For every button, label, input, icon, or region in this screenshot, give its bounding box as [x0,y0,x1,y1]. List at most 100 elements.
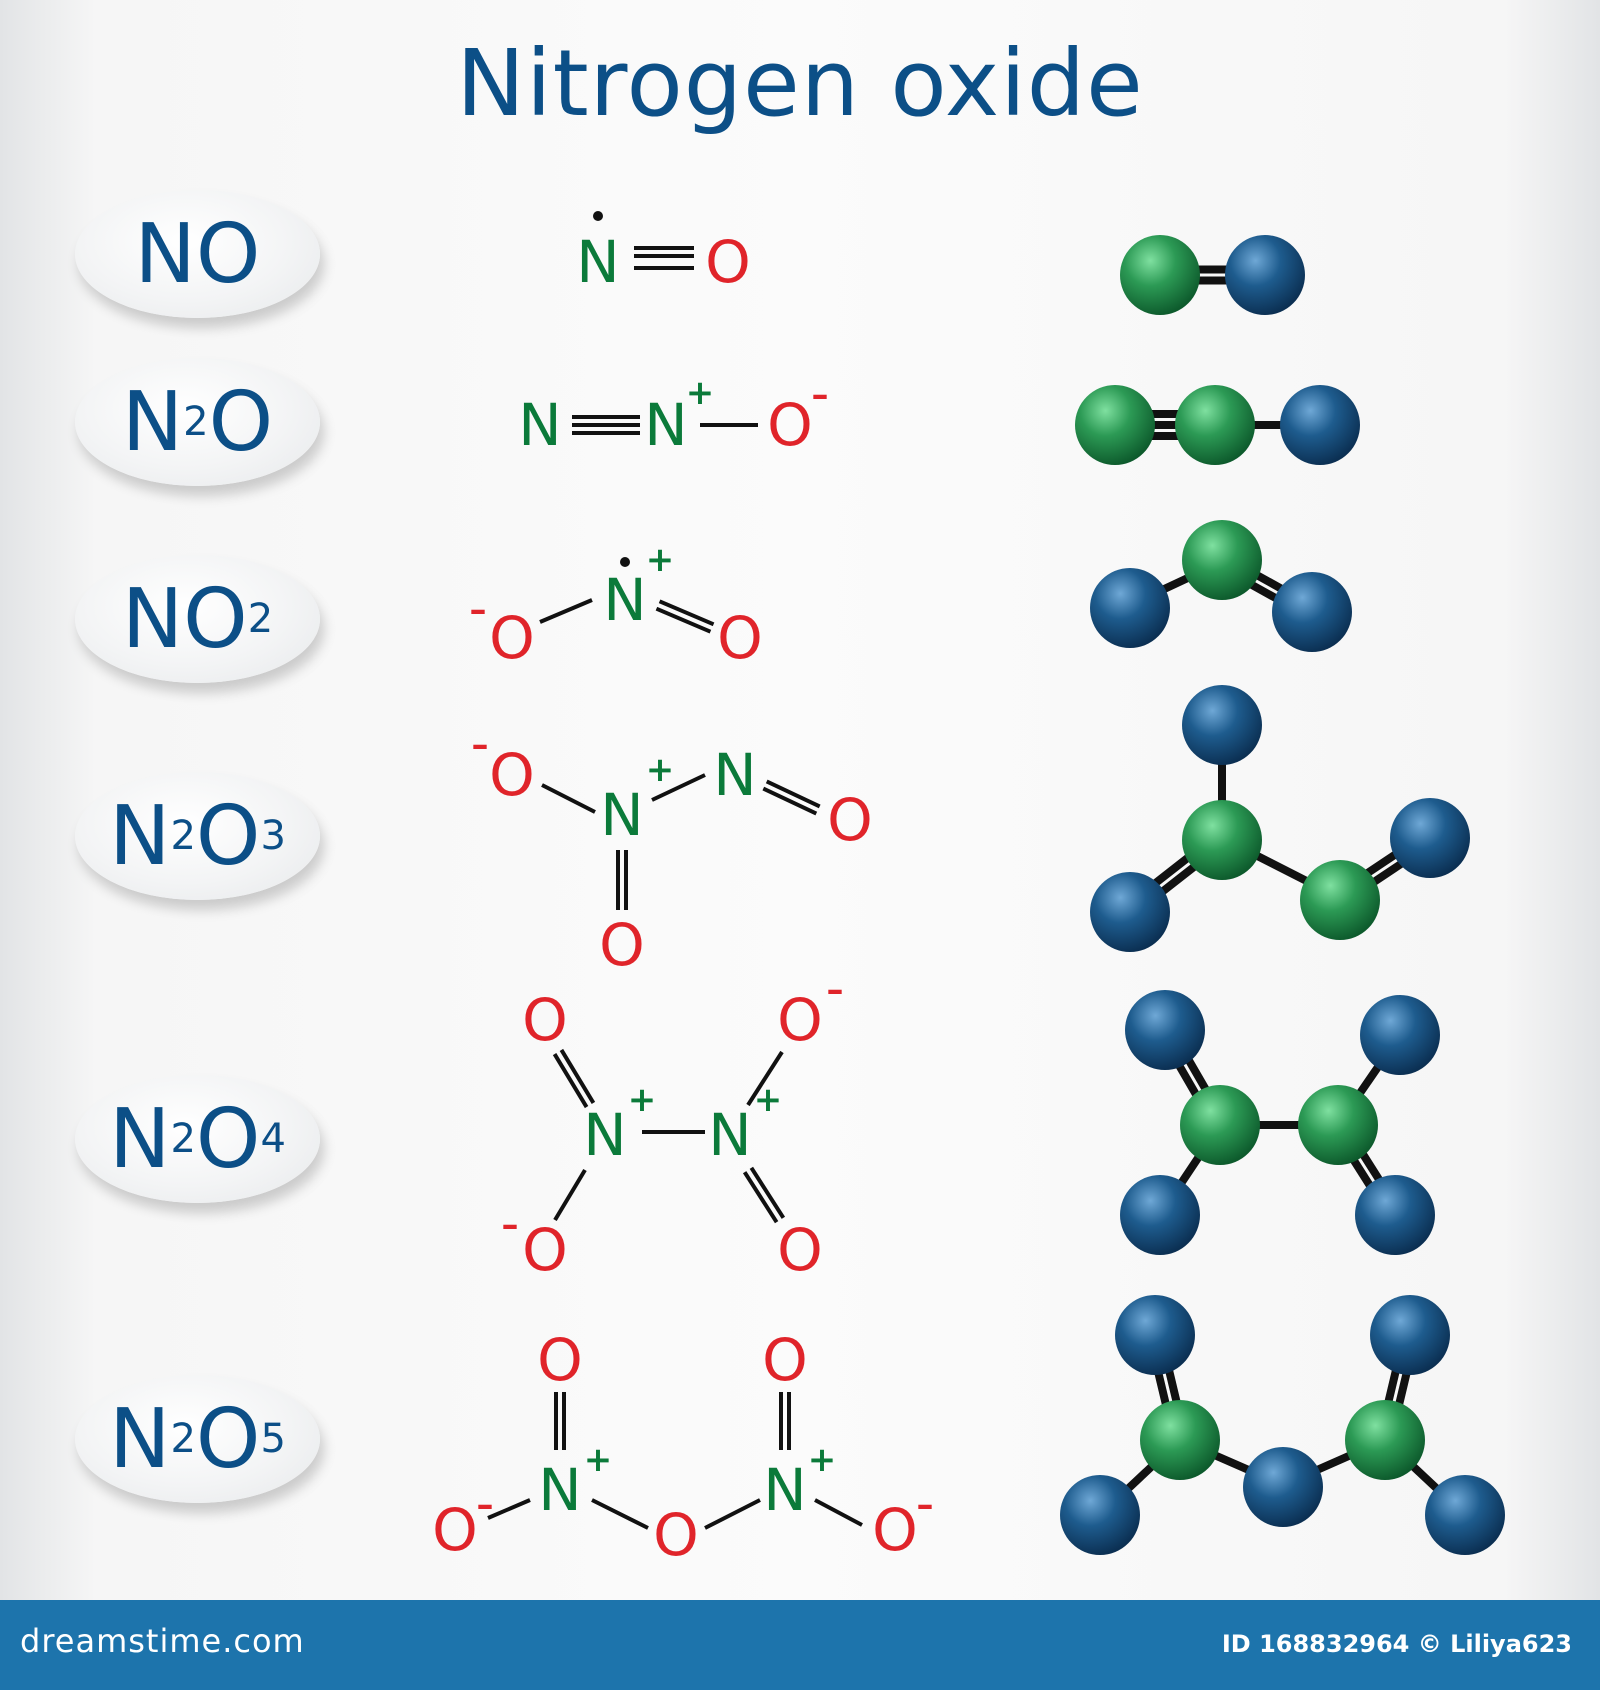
oxygen-ball [1120,1175,1200,1255]
formula-subscript: 2 [183,399,209,445]
formula-subscript: 2 [170,1416,196,1462]
oxygen-label: O [827,786,873,854]
nitrogen-label: N [600,781,643,849]
bond-line [541,783,596,814]
oxygen-ball [1125,990,1205,1070]
oxygen-label: O [432,1496,478,1564]
nitrogen-label: N [538,1456,581,1524]
formula-symbol: O [195,788,261,884]
formula-symbol: N [121,374,184,470]
nitrogen-ball [1075,385,1155,465]
oxygen-label: O [522,986,568,1054]
oxygen-label: O [777,986,823,1054]
footer-bar: dreamstime.com ID 168832964 © Liliya623 [0,1600,1600,1690]
nitrogen-label: N [603,566,646,634]
oxygen-label: O [872,1496,918,1564]
negative-charge: – [502,1205,519,1245]
oxygen-label: O [705,228,751,296]
bond-line [762,786,818,816]
formula-subscript: 2 [170,1116,196,1162]
nitrogen-label: N [518,391,561,459]
formula-symbol: O [195,1091,261,1187]
bond-line [704,1498,761,1530]
nitrogen-ball [1120,235,1200,315]
site-watermark[interactable]: dreamstime.com [20,1622,305,1660]
formula-symbol: NO [121,571,248,667]
nitrogen-ball [1140,1400,1220,1480]
positive-charge: + [646,540,675,580]
bond-line [814,1498,863,1527]
negative-charge: – [827,970,844,1010]
bond-line [742,1171,779,1224]
bond-line [552,1053,589,1109]
oxygen-ball [1060,1475,1140,1555]
formula-subscript: 5 [260,1416,286,1462]
oxygen-label: O [717,604,763,672]
formula-subscript: 4 [260,1116,286,1162]
ball-and-stick-models [1060,235,1505,1555]
bond-line [749,1166,786,1219]
oxygen-ball [1425,1475,1505,1555]
bond-line [591,1498,649,1530]
formula-subscript: 3 [260,813,286,859]
oxygen-ball [1355,1175,1435,1255]
bond-line [655,606,712,634]
oxygen-ball [1360,995,1440,1075]
oxygen-label: O [653,1501,699,1569]
oxygen-label: O [537,1326,583,1394]
bond-line [765,779,821,809]
positive-charge: + [686,373,715,413]
nitrogen-ball [1300,860,1380,940]
oxygen-label: O [762,1326,808,1394]
formula-symbol: N [109,788,171,884]
radical-dot [620,557,630,567]
formula-no: NO [75,190,320,318]
oxygen-ball [1243,1447,1323,1527]
formula-symbol: O [208,374,274,470]
nitrogen-label: N [713,741,756,809]
bond-line [559,1048,596,1104]
formula-symbol: O [195,1391,261,1487]
bond-line [539,598,593,624]
negative-charge: – [812,375,829,415]
nitrogen-label: N [576,228,619,296]
nitrogen-ball [1345,1400,1425,1480]
oxygen-ball [1182,685,1262,765]
oxygen-ball [1390,798,1470,878]
page-title: Nitrogen oxide [456,30,1144,137]
bond-line [487,1498,531,1520]
oxygen-label: O [522,1216,568,1284]
positive-charge: + [646,750,675,790]
formula-symbol: NO [134,206,261,302]
nitrogen-ball [1182,800,1262,880]
oxygen-label: O [777,1216,823,1284]
formula-symbol: N [109,1091,171,1187]
oxygen-ball [1225,235,1305,315]
oxygen-label: O [599,911,645,979]
negative-charge: – [477,1485,494,1525]
oxygen-label: O [489,741,535,809]
nitrogen-ball [1298,1085,1378,1165]
image-credit: ID 168832964 © Liliya623 [1221,1630,1572,1658]
negative-charge: – [472,725,489,765]
nitrogen-ball [1182,520,1262,600]
oxygen-ball [1370,1295,1450,1375]
formula-subscript: 2 [170,813,196,859]
nitrogen-label: N [763,1456,806,1524]
positive-charge: + [808,1440,837,1480]
oxygen-ball [1115,1295,1195,1375]
nitrogen-ball [1175,385,1255,465]
bond-line [553,1168,587,1222]
bond-line [658,599,715,627]
oxygen-ball [1090,568,1170,648]
nitrogen-label: N [644,391,687,459]
negative-charge: – [470,590,487,630]
bond-line [746,1050,784,1107]
nitrogen-label: N [583,1101,626,1169]
